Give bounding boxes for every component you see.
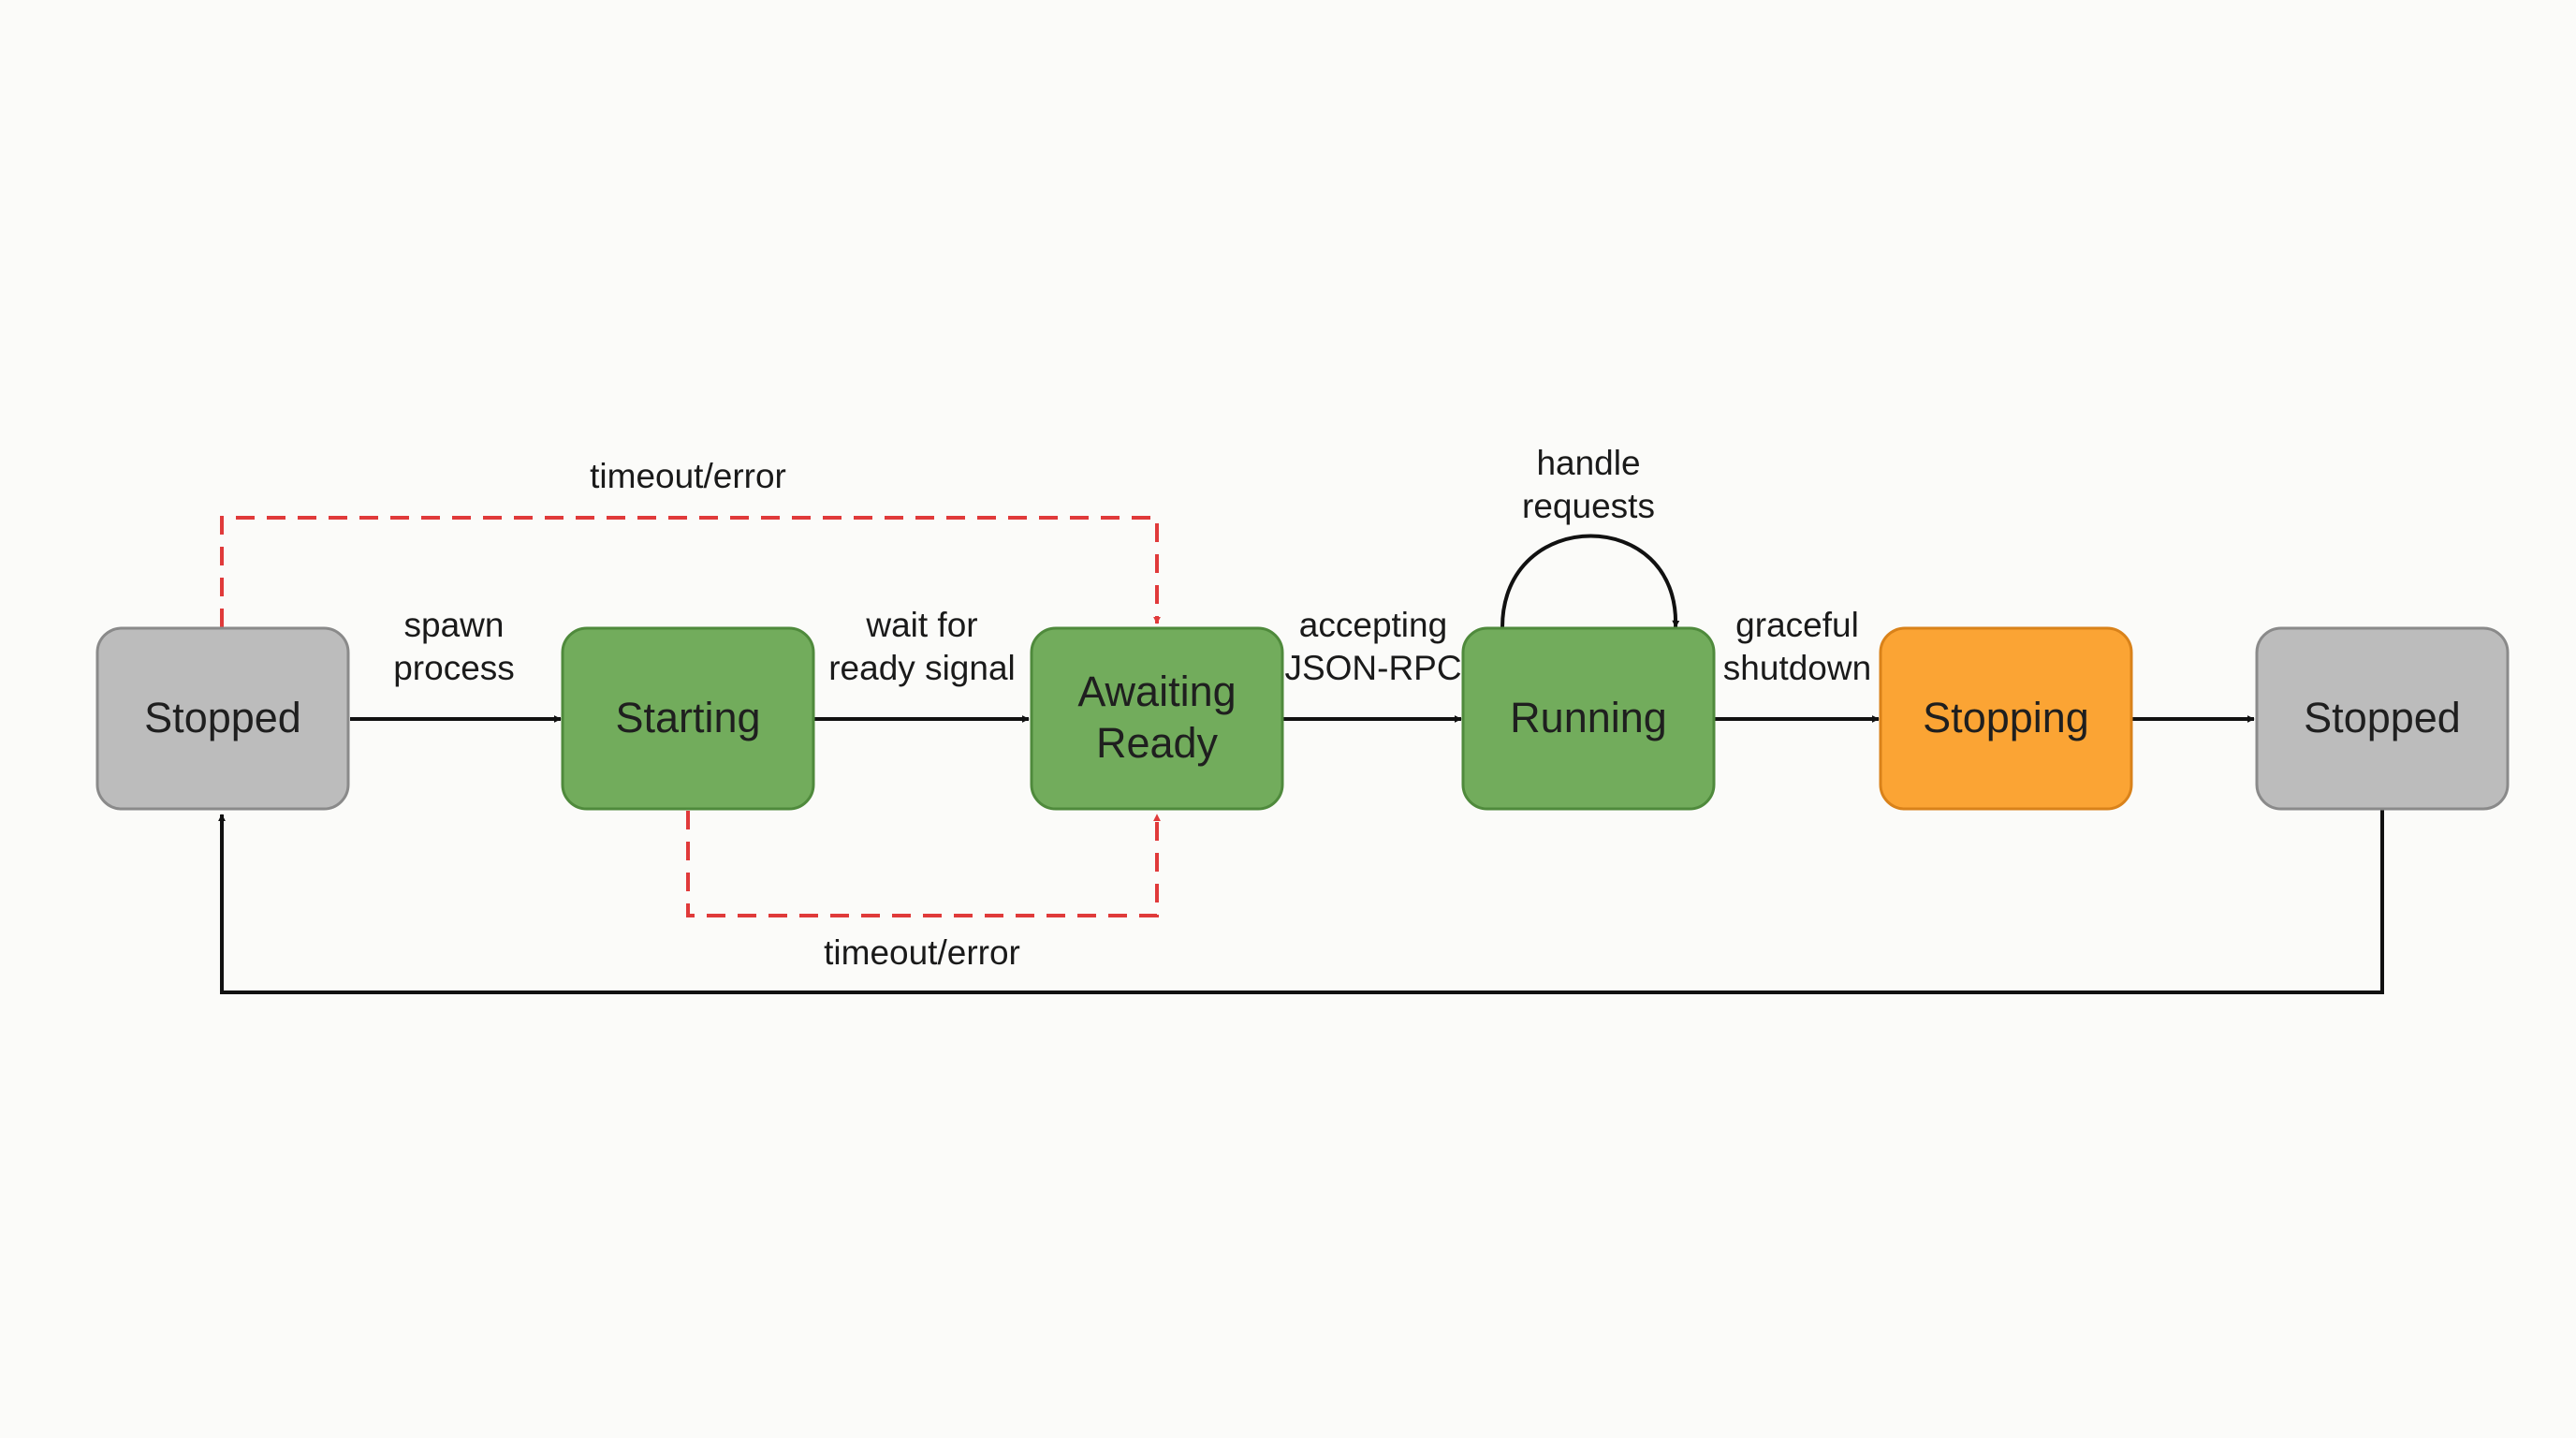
label-handle-line1: handle [1536,444,1640,482]
state-stopping-label: Stopping [1923,694,2089,741]
state-running: Running [1461,626,1716,811]
state-starting: Starting [561,626,815,811]
state-stopped-start: Stopped [95,626,350,811]
label-wait-line2: ready signal [828,649,1016,687]
state-awaiting-ready: Awaiting Ready [1030,626,1284,811]
label-graceful-line1: graceful [1735,606,1859,644]
state-awaiting-ready-label-line2: Ready [1096,719,1219,767]
edge-timeout-error-bottom [686,811,1161,917]
state-stopped-start-label: Stopped [144,694,301,741]
state-starting-label: Starting [615,694,760,741]
state-stopped-end-label: Stopped [2304,694,2461,741]
edge-restart-loop [218,810,2384,994]
label-timeout-error-bottom: timeout/error [824,933,1020,972]
label-accepting-line1: accepting [1299,606,1447,644]
state-stopping: Stopping [1879,626,2133,811]
state-awaiting-ready-label-line1: Awaiting [1077,668,1236,715]
edge-timeout-error-top [220,516,1161,627]
state-running-label: Running [1510,694,1667,741]
label-accepting-line2: JSON-RPC [1284,649,1461,687]
label-spawn-line2: process [393,649,515,687]
edge-handle-requests-loop [1500,534,1680,628]
label-graceful-line2: shutdown [1723,649,1871,687]
label-handle-line2: requests [1522,487,1655,525]
label-timeout-error-top: timeout/error [590,457,786,495]
label-wait-line1: wait for [865,606,977,644]
label-spawn-line1: spawn [404,606,505,644]
state-stopped-end: Stopped [2255,626,2510,811]
